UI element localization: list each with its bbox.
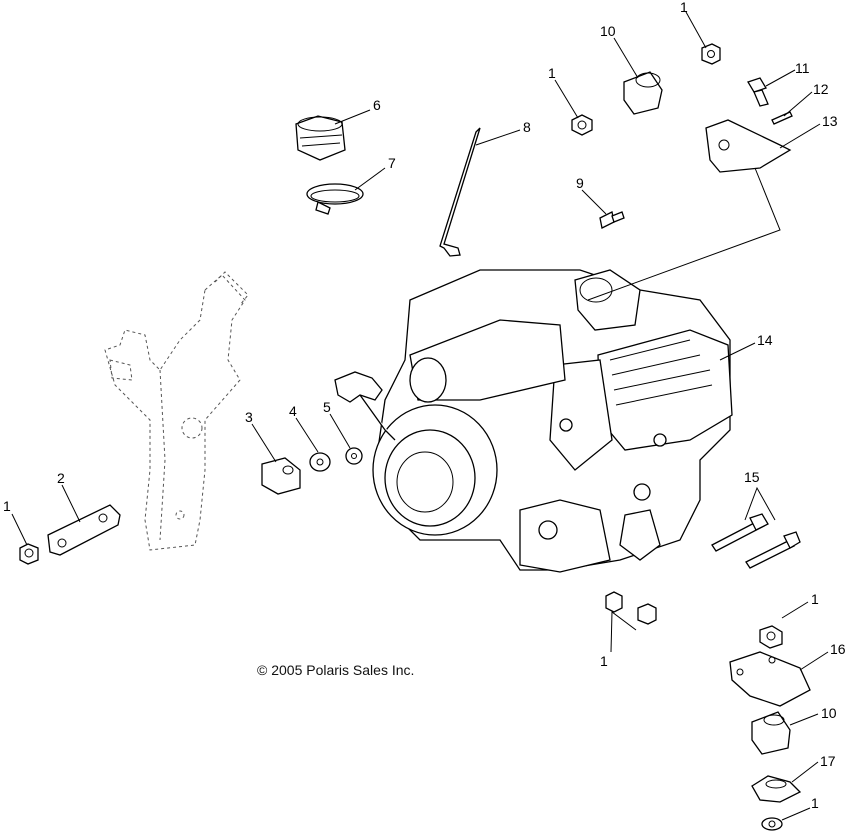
part-nut-left [19,543,39,565]
part-bracket-16 [729,651,811,707]
part-bracket-13 [705,119,792,173]
callout-1-top-right: 1 [680,0,688,15]
part-nut-upper-left [571,114,593,136]
engine-assembly [334,269,733,573]
part-mount-10-upper [623,71,663,115]
callout-10-lower: 10 [821,705,837,721]
callout-13: 13 [822,113,838,129]
callout-1-lower-center: 1 [600,653,608,669]
part-bolt-11 [747,77,769,107]
part-rod-8 [439,127,481,257]
callout-10-upper: 10 [600,23,616,39]
callout-9: 9 [576,175,584,191]
part-nut-lower-right [759,625,783,649]
part-bolts-15 [711,513,801,569]
callout-2: 2 [57,470,65,486]
callout-5: 5 [323,399,331,415]
callout-labels: 1 1 1 1 1 1 2 3 4 5 6 7 8 9 10 10 11 12 … [3,0,846,811]
callout-16: 16 [830,641,846,657]
part-washer-5 [345,447,363,465]
callout-1-lower-right: 1 [811,591,819,607]
part-nut-bottom [761,817,783,831]
callout-8: 8 [523,119,531,135]
part-nut-top-right [701,43,721,65]
part-clamp-7 [306,183,364,215]
callout-14: 14 [757,332,773,348]
callout-15: 15 [744,469,760,485]
part-pin-12 [771,111,793,125]
part-washer-4 [309,452,331,472]
part-strap [47,504,121,556]
callout-3: 3 [245,409,253,425]
part-nuts-lower-center [605,591,657,625]
part-cup-17 [751,775,802,803]
frame-section [104,271,249,551]
callout-6: 6 [373,97,381,113]
callout-11: 11 [795,60,810,76]
callout-7: 7 [388,155,396,171]
callout-12: 12 [813,81,829,97]
copyright-text: © 2005 Polaris Sales Inc. [257,662,414,678]
callout-1-left: 1 [3,498,11,514]
part-mount-10-lower [751,711,791,755]
leader-lines [11,11,829,821]
callout-1-bottom: 1 [811,795,819,811]
callout-1-upper: 1 [548,65,556,81]
part-boot-6 [295,115,346,161]
part-bolt-9 [599,211,625,229]
callout-17: 17 [820,753,836,769]
part-mount-3 [261,457,301,495]
callout-4: 4 [289,403,297,419]
